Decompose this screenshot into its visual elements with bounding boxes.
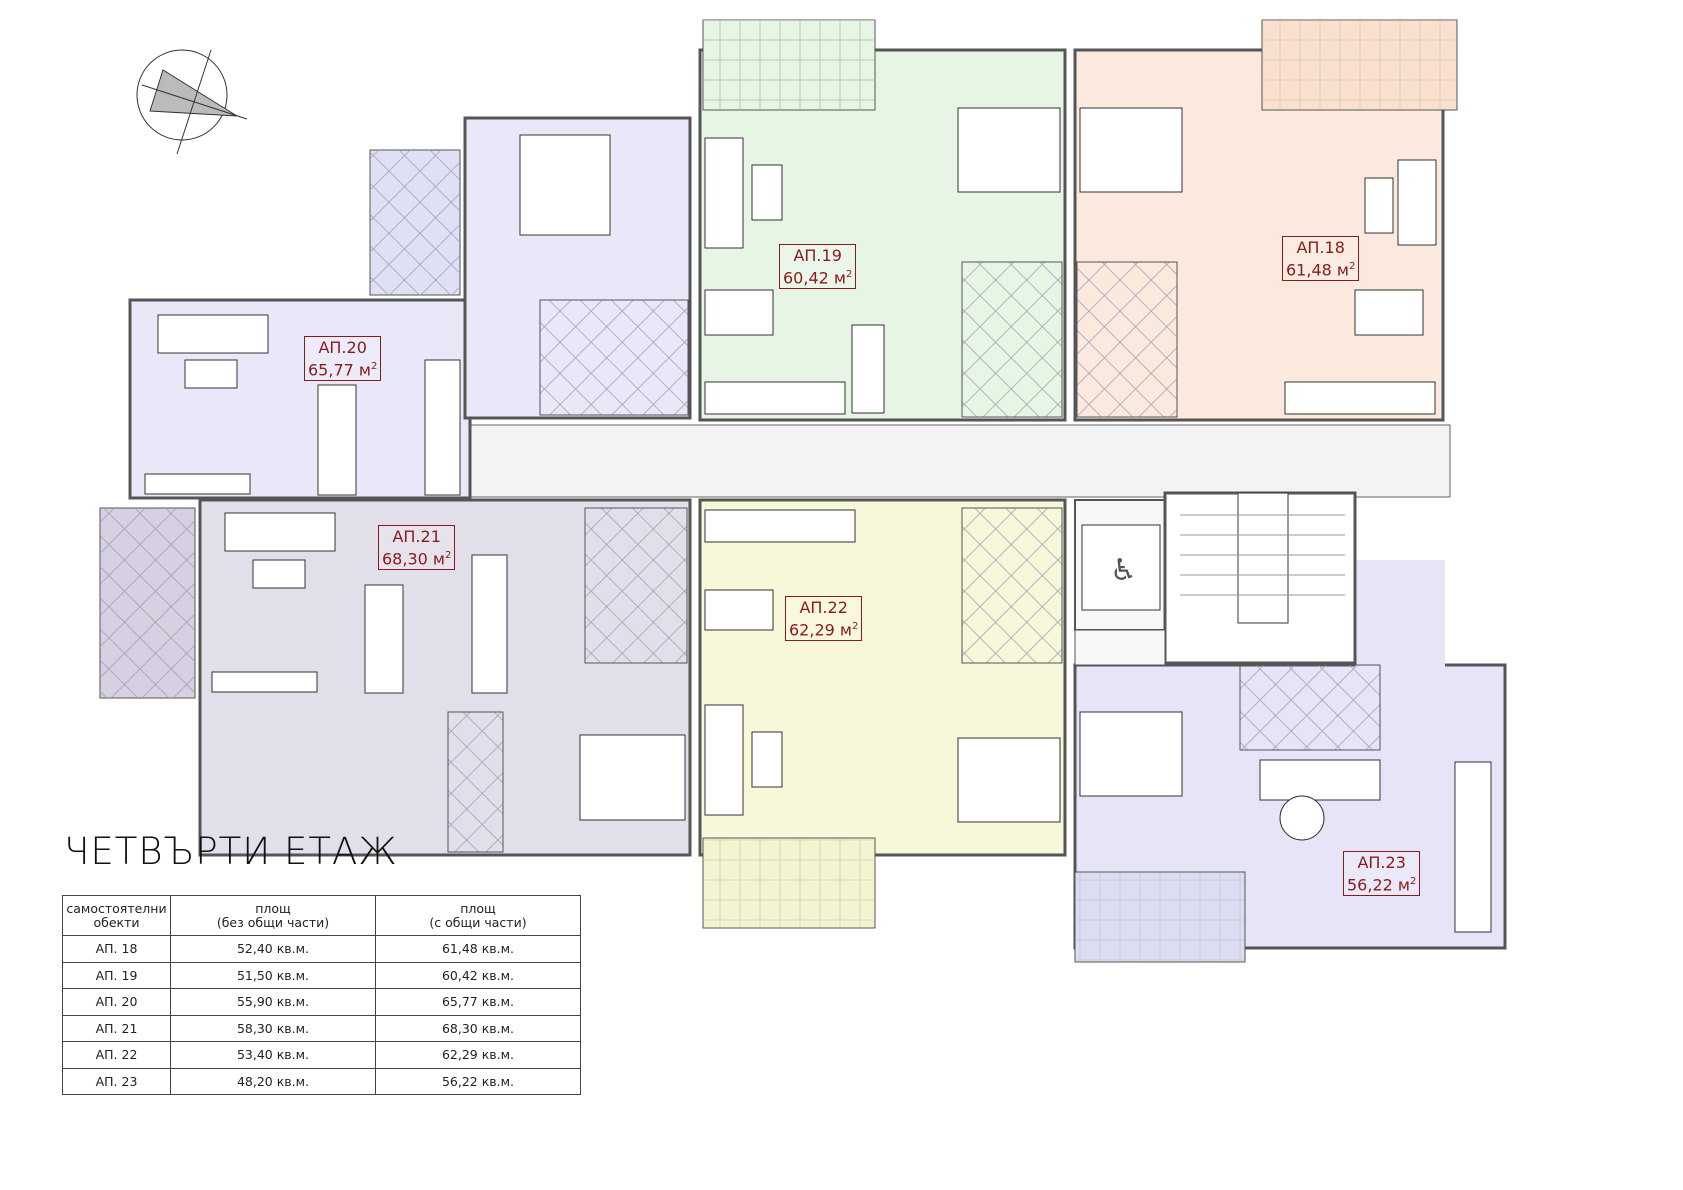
- apartment-name: АП.18: [1296, 238, 1345, 257]
- apartment-23-zone: [1073, 560, 1507, 963]
- apartment-19-label: АП.19 60,42 м2: [779, 244, 857, 290]
- area-unit-sup: 2: [1348, 261, 1356, 272]
- apartment-area: 56,22 м: [1347, 875, 1410, 895]
- area-unit-sup: 2: [444, 550, 452, 561]
- apartment-name: АП.21: [392, 527, 441, 546]
- apartment-19-zone: [698, 19, 1067, 422]
- area-unit-sup: 2: [851, 621, 859, 632]
- north-arrow-icon: [136, 49, 248, 155]
- staircase: ♿: [1074, 491, 1357, 666]
- header-area-without-common: площ(без общи части): [170, 895, 376, 936]
- apartment-name: АП.22: [799, 598, 848, 617]
- apartment-21-label: АП.21 68,30 м2: [378, 525, 456, 571]
- area-unit-sup: 2: [845, 269, 853, 280]
- apartment-area: 62,29 м: [789, 620, 852, 640]
- apartment-name: АП.20: [318, 338, 367, 357]
- apartment-20-zone: [128, 116, 692, 500]
- svg-text:♿: ♿: [1110, 553, 1137, 588]
- apartment-18-zone: [1073, 19, 1458, 422]
- apartment-area: 65,77 м: [308, 360, 371, 380]
- area-unit-sup: 2: [1409, 876, 1417, 887]
- apartment-21-zone: [99, 498, 692, 857]
- apartment-20-label: АП.20 65,77 м2: [304, 336, 382, 382]
- apartment-22-zone: [698, 498, 1067, 929]
- floor-title: ЧЕТВЪРТИ ЕТАЖ: [64, 830, 398, 873]
- header-area-with-common: площ(с общи части): [375, 895, 581, 936]
- apartment-name: АП.19: [793, 246, 842, 265]
- apartment-name: АП.23: [1357, 853, 1406, 872]
- apartment-22-label: АП.22 62,29 м2: [785, 596, 863, 642]
- apartment-area: 61,48 м: [1286, 260, 1349, 280]
- apartment-18-label: АП.18 61,48 м2: [1282, 236, 1360, 282]
- apartment-area: 68,30 м: [382, 549, 445, 569]
- apartment-area: 60,42 м: [783, 268, 846, 288]
- area-unit-sup: 2: [370, 361, 378, 372]
- apartment-23-label: АП.23 56,22 м2: [1343, 851, 1421, 897]
- corridor: [464, 424, 1451, 498]
